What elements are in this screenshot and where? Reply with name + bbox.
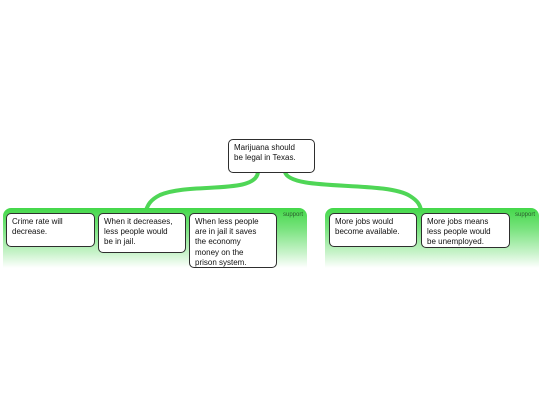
node-more-jobs[interactable]: More jobs would become available. (329, 213, 417, 247)
node-less-unemployed[interactable]: More jobs means less people would be une… (421, 213, 510, 248)
root-claim-node[interactable]: Marijuana should be legal in Texas. (228, 139, 315, 173)
node-saves-economy[interactable]: When less people are in jail it saves th… (189, 213, 277, 268)
connector-root-to-group-1 (144, 170, 260, 212)
group-label-support: support (282, 212, 303, 218)
node-less-jail[interactable]: When it decreases, less people would be … (98, 213, 186, 253)
node-crime-rate[interactable]: Crime rate will decrease. (6, 213, 95, 247)
connector-root-to-group-2 (283, 170, 423, 212)
group-label-support: support (514, 212, 535, 218)
